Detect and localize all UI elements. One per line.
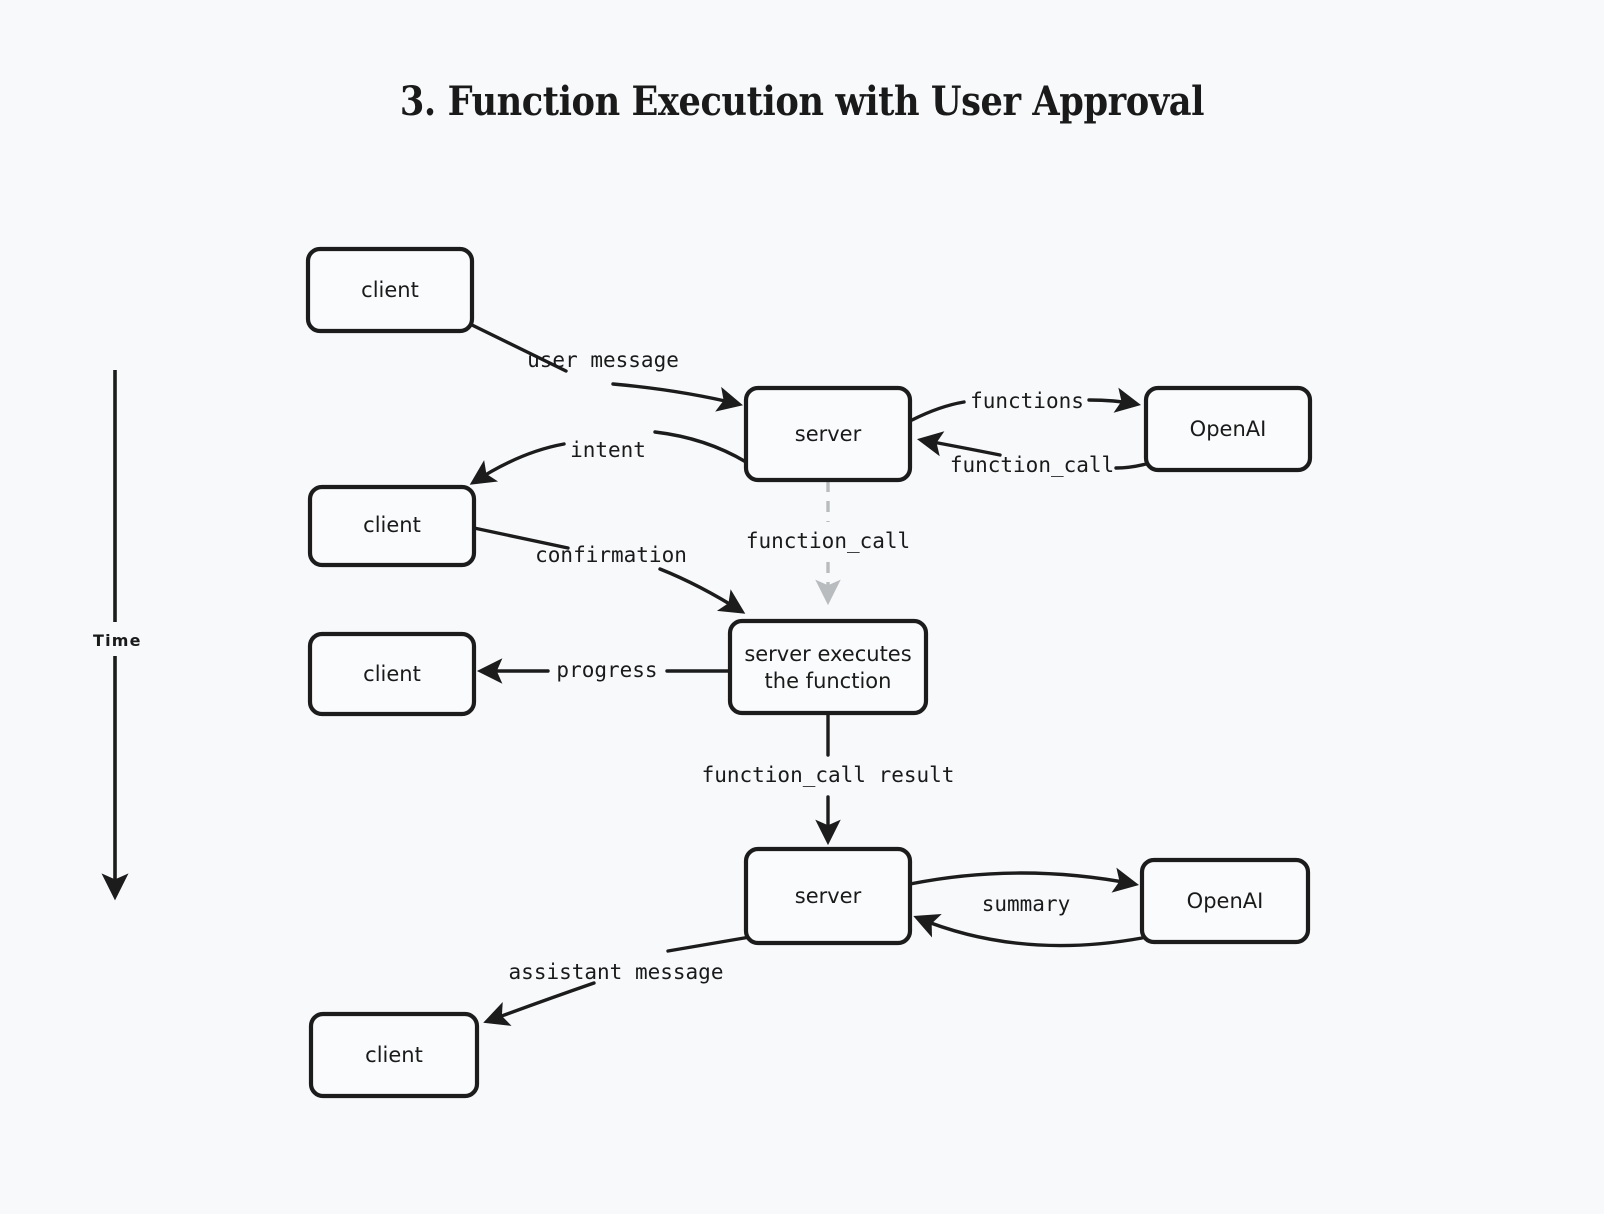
edge-function-call-down-label: function_call (746, 529, 910, 553)
edge-progress: progress (476, 658, 732, 684)
edge-assistant-message-line-b (483, 981, 596, 1026)
node-client-3[interactable]: client (307, 631, 477, 717)
edge-functions-line-b (1087, 387, 1142, 413)
edge-progress-label: progress (556, 658, 657, 682)
node-openai-2-label: OpenAI (1187, 889, 1264, 913)
edge-user-message-line-b (611, 382, 743, 412)
edge-intent-line-b (469, 442, 566, 485)
node-client-2[interactable]: client (307, 484, 477, 568)
node-client-1-box[interactable] (305, 246, 475, 334)
edge-intent-label: intent (570, 438, 646, 462)
node-client-3-label: client (363, 662, 421, 686)
edge-function-call-result-label: function_call result (702, 763, 955, 787)
node-client-4-label: client (365, 1043, 423, 1067)
edge-function-call-return-line-a (1114, 462, 1148, 470)
edge-assistant-message-label: assistant message (509, 960, 724, 984)
edge-confirmation-line-b (658, 567, 746, 614)
node-executor-label-line-2: the function (765, 669, 892, 693)
edge-function-call-return-line-b (916, 431, 1002, 457)
edge-assistant-message: assistant message (483, 935, 752, 1026)
node-executor[interactable]: server executes the function (727, 618, 929, 716)
node-client-2-box[interactable] (307, 484, 477, 568)
edge-summary-request-line (908, 867, 1140, 893)
edge-intent-line-a (653, 430, 748, 464)
edge-confirmation: confirmation (472, 526, 746, 614)
edge-functions-line-a (910, 400, 966, 422)
time-axis-label: Time (93, 631, 142, 650)
edge-function-call-return: function_call (916, 431, 1148, 477)
node-client-3-box[interactable] (307, 631, 477, 717)
node-server-1-box[interactable] (743, 385, 913, 483)
edge-user-message-line-a (470, 323, 568, 373)
node-openai-1[interactable]: OpenAI (1143, 385, 1313, 473)
node-client-2-label: client (363, 513, 421, 537)
edge-summary-label: summary (982, 892, 1071, 916)
edge-intent: intent (469, 430, 748, 485)
node-openai-1-box[interactable] (1143, 385, 1313, 473)
node-openai-2-box[interactable] (1139, 857, 1311, 945)
page-title: 3. Function Execution with User Approval (399, 78, 1205, 125)
node-executor-label-line-1: server executes (744, 642, 911, 666)
edge-summary-response (913, 913, 1144, 948)
node-client-1[interactable]: client (305, 246, 475, 334)
edge-function-call-return-label: function_call (950, 453, 1114, 477)
edge-summary-response-line (913, 913, 1144, 948)
node-openai-2[interactable]: OpenAI (1139, 857, 1311, 945)
edge-function-call-result: function_call result (702, 711, 955, 846)
edge-summary-request: summary (908, 867, 1140, 916)
node-executor-box[interactable] (727, 618, 929, 716)
edge-user-message-label: user message (527, 348, 679, 372)
edge-functions-label: functions (970, 389, 1084, 413)
node-client-1-label: client (361, 278, 419, 302)
edge-confirmation-label: confirmation (535, 543, 687, 567)
node-server-2[interactable]: server (743, 846, 913, 946)
node-client-4-box[interactable] (308, 1011, 480, 1099)
node-server-2-box[interactable] (743, 846, 913, 946)
edge-confirmation-line-a (472, 526, 570, 550)
node-openai-1-label: OpenAI (1190, 417, 1267, 441)
node-server-2-label: server (795, 884, 862, 908)
edge-user-message: user message (470, 323, 743, 412)
edge-function-call-down: function_call (746, 481, 910, 606)
edge-assistant-message-line-a (666, 935, 752, 953)
node-client-4[interactable]: client (308, 1011, 480, 1099)
node-server-1[interactable]: server (743, 385, 913, 483)
node-server-1-label: server (795, 422, 862, 446)
edge-functions: functions (910, 387, 1142, 422)
